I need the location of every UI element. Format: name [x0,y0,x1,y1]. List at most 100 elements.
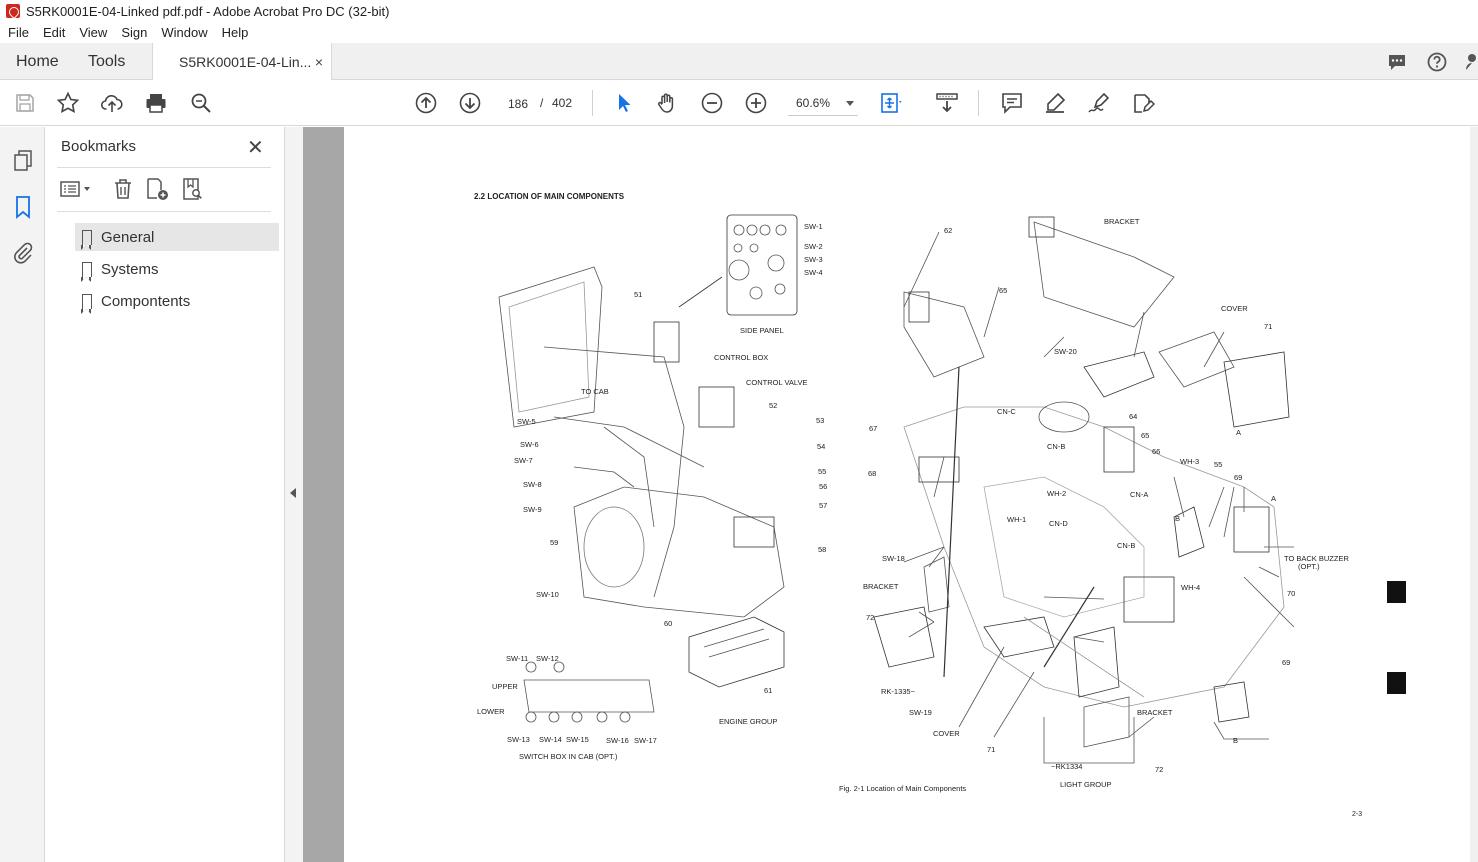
comment-bubble-icon[interactable] [1387,52,1407,72]
tab-bar: Home Tools S5RK0001E-04-Lin... × [0,43,1478,81]
label-69: 69 [1234,473,1242,482]
label-cn-d: CN-D [1049,519,1068,528]
bookmark-search-icon[interactable] [181,177,205,201]
callout-upper: UPPER [492,682,518,691]
tab-document[interactable]: S5RK0001E-04-Lin... × [152,43,332,81]
document-viewport[interactable]: 2.2 LOCATION OF MAIN COMPONENTS SIDE PAN… [303,127,1478,862]
callout-to-back-buzzer: TO BACK BUZZER [1284,554,1349,563]
previous-page-icon[interactable] [414,91,438,115]
select-pointer-icon[interactable] [612,91,636,115]
close-panel-icon[interactable]: ✕ [247,137,264,159]
menu-help[interactable]: Help [221,24,249,40]
view-label-a: A [1236,428,1241,437]
label-71: 71 [987,745,995,754]
label-52: 52 [769,401,777,410]
callout-control-valve: CONTROL VALVE [746,378,808,387]
label-sw-19: SW-19 [909,708,932,717]
label-sw-7: SW-7 [514,456,533,465]
attachments-paperclip-icon[interactable] [11,241,35,265]
callout-lower: LOWER [477,707,505,716]
bookmarks-panel-icon[interactable] [11,195,35,219]
tab-tools[interactable]: Tools [88,53,126,70]
label-69: 69 [1282,658,1290,667]
page-thumbnails-icon[interactable] [11,148,35,172]
label-wh-1: WH-1 [1007,515,1026,524]
bookmarks-title: Bookmarks [61,138,137,155]
zoom-in-icon[interactable] [744,91,768,115]
sign-in-icon[interactable] [1466,52,1478,72]
tab-close-icon[interactable]: × [314,54,323,70]
bookmark-label: General [101,228,155,246]
page-separator: / [540,96,544,110]
new-bookmark-icon[interactable] [145,177,169,201]
bookmark-options-icon[interactable] [59,177,97,201]
print-icon[interactable] [144,91,168,115]
main-toolbar: 186 / 402 60.6% [0,80,1478,126]
view-label-b: B [1175,514,1180,523]
drawing-labels: 2.2 LOCATION OF MAIN COMPONENTS SIDE PAN… [474,192,1362,818]
label-56: 56 [819,482,827,491]
label-sw-15: SW-15 [566,735,589,744]
callout-cover: COVER [1221,304,1248,313]
label-sw-3: SW-3 [804,255,823,264]
black-tab-marker [1387,581,1406,603]
bookmark-label: Systems [101,260,159,278]
fit-page-icon[interactable] [879,91,903,115]
panel-collapse-handle[interactable] [285,127,303,862]
menu-edit[interactable]: Edit [42,24,66,40]
menu-file[interactable]: File [8,24,29,40]
technical-drawing: 2.2 LOCATION OF MAIN COMPONENTS SIDE PAN… [474,192,1406,818]
label-sw-9: SW-9 [523,505,542,514]
page-number-input[interactable]: 186 [500,90,536,116]
left-navigation-rail [0,127,45,862]
label-53: 53 [816,416,824,425]
label-58: 58 [818,545,826,554]
section-heading: 2.2 LOCATION OF MAIN COMPONENTS [474,192,625,201]
label-sw-13: SW-13 [507,735,530,744]
hand-tool-icon[interactable] [655,91,679,115]
bookmark-item-systems[interactable]: Systems [75,255,279,283]
scrolling-mode-icon[interactable] [935,91,959,115]
label-57: 57 [819,501,827,510]
zoom-out-icon[interactable] [700,91,724,115]
tab-document-label: S5RK0001E-04-Lin... [179,54,312,70]
menu-view[interactable]: View [79,24,108,40]
vertical-scrollbar[interactable] [1470,127,1478,862]
label-72: 72 [866,613,874,622]
zoom-search-icon[interactable] [189,91,213,115]
upload-cloud-icon[interactable] [100,91,124,115]
highlight-pen-icon[interactable] [1043,91,1067,115]
label-66: 66 [1152,447,1160,456]
callout-to-cab: TO CAB [581,387,609,396]
label-sw-8: SW-8 [523,480,542,489]
side-panel-label: SIDE PANEL [740,326,784,335]
menu-window[interactable]: Window [161,24,208,40]
label-72: 72 [1155,765,1163,774]
tab-home[interactable]: Home [16,53,59,70]
page-total: 402 [552,96,573,110]
label-sw-20: SW-20 [1054,347,1077,356]
callout-rk-1335: RK-1335~ [881,687,916,696]
engine-group-label: ENGINE GROUP [719,717,777,726]
label-sw-11: SW-11 [506,654,528,663]
label-wh-4: WH-4 [1181,583,1200,592]
delete-bookmark-icon[interactable] [111,177,135,201]
label-68: 68 [868,469,876,478]
draw-signature-icon[interactable] [1087,91,1111,115]
star-bookmark-icon[interactable] [56,91,80,115]
help-icon[interactable] [1427,52,1447,72]
label-sw-1: SW-1 [804,222,823,231]
next-page-icon[interactable] [458,91,482,115]
fill-sign-icon[interactable] [1131,91,1155,115]
comment-icon[interactable] [1000,91,1024,115]
menu-sign[interactable]: Sign [121,24,148,40]
bookmark-item-compontents[interactable]: Compontents [75,287,279,315]
callout-opt: (OPT.) [1298,562,1320,571]
callout-control-box: CONTROL BOX [714,353,768,362]
divider [57,211,271,212]
save-icon[interactable] [13,91,37,115]
zoom-level-select[interactable]: 60.6% [788,90,858,116]
callout-bracket: BRACKET [863,582,899,591]
bookmark-item-general[interactable]: General [75,223,279,251]
label-54: 54 [817,442,825,451]
